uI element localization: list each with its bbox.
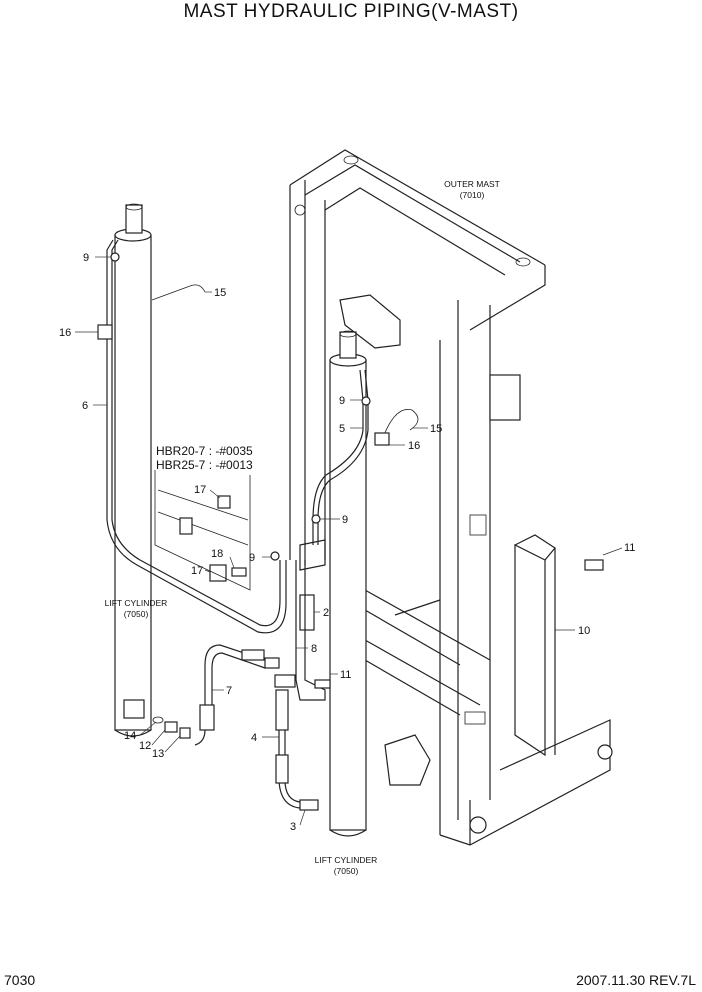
leader-lines	[75, 256, 623, 826]
callout-4: 4	[251, 732, 257, 744]
revision-date: 2007.11.30 REV.7L	[576, 972, 696, 988]
callout-16-a: 16	[59, 327, 71, 339]
callout-3: 3	[290, 821, 296, 833]
callout-11-a: 11	[624, 542, 635, 554]
callout-9-d: 9	[249, 552, 255, 564]
page-number: 7030	[4, 972, 36, 988]
callout-2: 2	[323, 607, 329, 619]
callout-11-b: 11	[340, 669, 351, 681]
callout-15-a: 15	[214, 287, 226, 299]
callout-18: 18	[211, 548, 223, 560]
callout-17-a: 17	[194, 484, 206, 496]
hydraulic-lines	[97, 239, 604, 811]
lift-cylinder-left-code: (7050)	[124, 609, 149, 619]
callout-17-b: 17	[191, 565, 203, 577]
outer-mast-code: (7010)	[460, 190, 485, 200]
inset-note-1: HBR20-7 : -#0035	[156, 444, 253, 458]
callout-15-b: 15	[430, 423, 442, 435]
callout-13: 13	[152, 748, 164, 760]
page-title: MAST HYDRAULIC PIPING(V-MAST)	[183, 1, 519, 22]
inset-detail	[154, 470, 251, 591]
callout-9-b: 9	[339, 395, 345, 407]
callout-7: 7	[226, 685, 232, 697]
lift-cylinder-right-label: LIFT CYLINDER	[315, 855, 378, 865]
callout-9-c: 9	[342, 514, 348, 526]
callout-16-b: 16	[408, 440, 420, 452]
callout-5: 5	[339, 423, 345, 435]
outer-mast	[289, 149, 613, 846]
callout-6: 6	[82, 400, 88, 412]
outer-mast-label: OUTER MAST	[444, 179, 500, 189]
callout-10: 10	[578, 625, 590, 637]
callout-8: 8	[311, 643, 317, 655]
inset-note-2: HBR25-7 : -#0013	[156, 458, 253, 472]
callout-14: 14	[124, 730, 136, 742]
callout-12: 12	[139, 740, 151, 752]
callout-9-a: 9	[83, 252, 89, 264]
lift-cylinder-right-code: (7050)	[334, 866, 359, 876]
lift-cylinder-right	[329, 330, 367, 837]
lift-cylinder-left-label: LIFT CYLINDER	[105, 598, 168, 608]
lift-cylinder-left	[114, 203, 152, 737]
